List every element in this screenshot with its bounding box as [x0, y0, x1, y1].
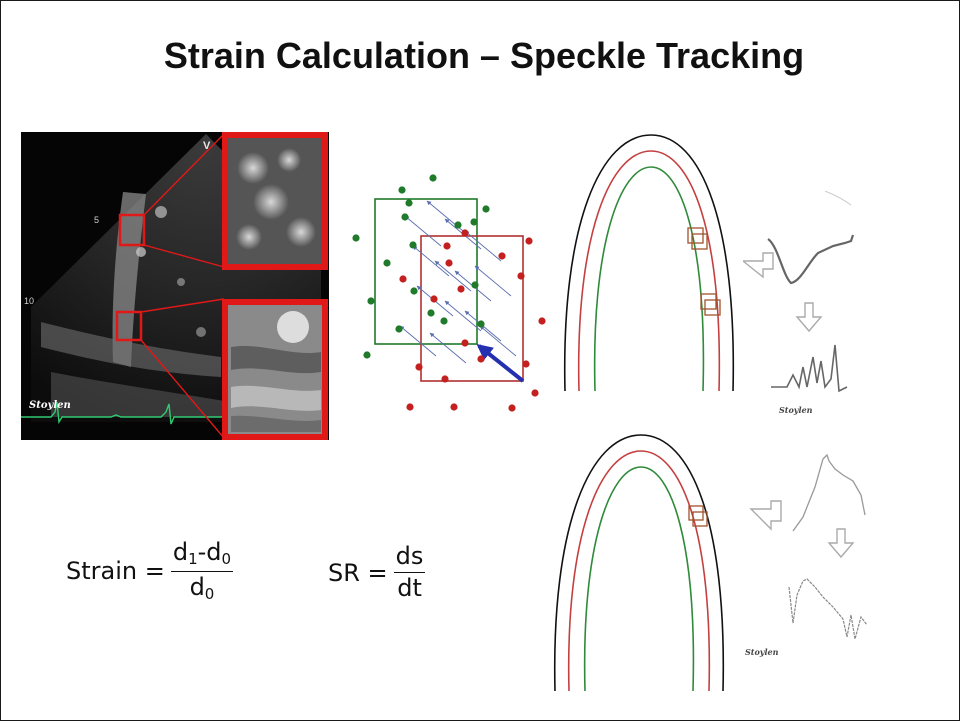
lv-arch-bottom — [553, 434, 725, 692]
lv-outer-wall — [563, 134, 735, 392]
sr-formula: SR = ds dt — [328, 543, 426, 603]
lv-arch-top — [563, 134, 735, 392]
strain-denominator: d0 — [189, 572, 215, 603]
lv-mid-wall — [577, 150, 721, 392]
lv-inner-wall — [583, 466, 695, 692]
sr-formula-lhs: SR = — [328, 558, 388, 587]
strain-rate-curve — [788, 578, 868, 640]
lv-inner-wall — [593, 166, 705, 392]
strain-curves-bottom: Stoylen — [745, 453, 868, 657]
echo-watermark: Stoylen — [29, 400, 71, 411]
strain-rate-curve — [771, 344, 848, 393]
echo-image: V 5 10 Stoylen — [21, 132, 329, 440]
curves-top-watermark: Stoylen — [779, 405, 813, 415]
slide-title: Strain Calculation – Speckle Tracking — [163, 35, 805, 76]
arrow-right-icon — [743, 252, 774, 279]
strain-numerator: d1-d0 — [170, 539, 234, 572]
speckles-initial — [352, 174, 490, 359]
curves-bottom-watermark: Stoylen — [745, 647, 779, 657]
echo-marker-v: V — [203, 140, 211, 152]
tracking-vectors — [399, 200, 517, 364]
arrow-right-icon — [749, 500, 782, 531]
roi-upper — [118, 213, 146, 247]
sr-denominator: dt — [397, 574, 422, 603]
speckle-box-initial — [374, 198, 478, 345]
sample-box-a — [687, 227, 704, 244]
sample-box-b — [700, 293, 717, 310]
displacement-arrow — [476, 344, 525, 383]
echo-lateral-wall — [41, 322, 221, 377]
arrow-down-icon — [795, 302, 823, 333]
strain-formula-lhs: Strain = — [66, 557, 165, 586]
strain-fraction: d1-d0 d0 — [170, 539, 234, 603]
sr-fraction: ds dt — [393, 543, 426, 603]
strain-curve — [792, 453, 866, 532]
strain-curves-top: Stoylen — [743, 191, 855, 415]
arrow-down-icon — [827, 528, 855, 559]
strain-curve — [767, 234, 855, 285]
echo-base — [51, 372, 231, 417]
strain-formula: Strain = d1-d0 d0 — [66, 539, 234, 603]
roi-lower — [115, 310, 143, 342]
lv-mid-wall — [567, 450, 711, 692]
echo-depth-5: 5 — [94, 215, 99, 225]
speckles-displaced — [399, 229, 546, 412]
lv-outer-wall — [553, 434, 725, 692]
echo-depth-10: 10 — [24, 296, 34, 306]
speckle-box-displaced — [420, 235, 524, 382]
sr-numerator: ds — [393, 543, 426, 574]
sample-box-c — [688, 505, 704, 521]
speckle-tracking-diagram — [352, 174, 546, 412]
